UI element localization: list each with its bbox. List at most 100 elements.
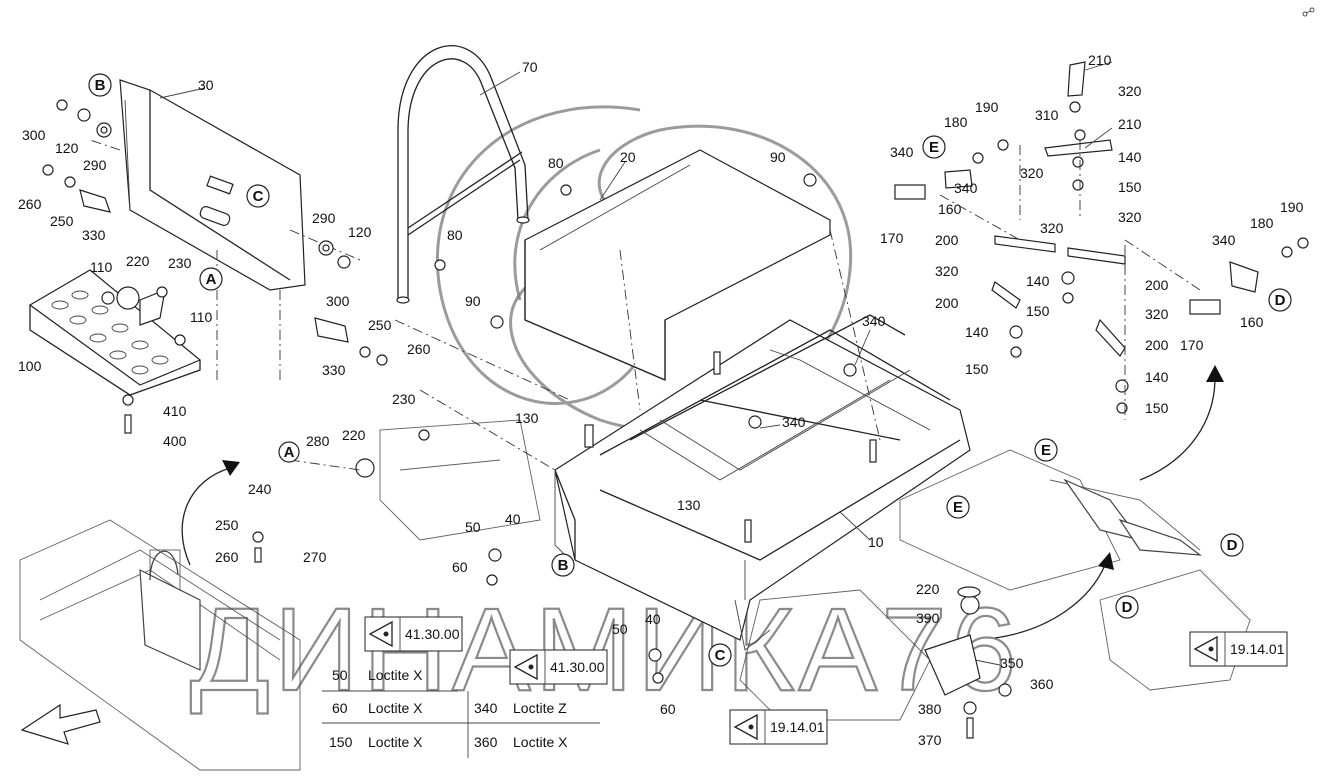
marker-c-top: C <box>246 184 270 208</box>
callout-370: 370 <box>918 732 942 748</box>
callout-290-top: 290 <box>83 157 107 173</box>
callout-240: 240 <box>248 481 272 497</box>
callout-130-top: 130 <box>515 410 539 426</box>
callout-200-c: 200 <box>1145 277 1169 293</box>
svg-text:D: D <box>1275 292 1286 309</box>
callout-300-top: 300 <box>22 127 46 143</box>
callout-320-top: 320 <box>1118 83 1142 99</box>
callout-330-right: 330 <box>322 362 346 378</box>
callout-100: 100 <box>18 358 42 374</box>
marker-b-mid: B <box>551 553 575 577</box>
callout-170-left: 170 <box>880 230 904 246</box>
view-ref-box-3: 19.14.01 <box>729 709 828 745</box>
callout-220-left: 220 <box>126 253 150 269</box>
callout-280: 280 <box>306 433 330 449</box>
marker-e-low1: E <box>1034 438 1058 462</box>
eye-icon <box>368 620 393 648</box>
callout-110-left: 110 <box>90 259 113 275</box>
view-reference-boxes: 41.30.00 41.30.00 19.14.01 19.14.01 <box>364 616 1288 745</box>
table-pos-4: 340 <box>474 700 498 716</box>
callout-40-top: 40 <box>505 511 521 527</box>
callout-150-left: 150 <box>965 361 989 377</box>
callout-50-top: 50 <box>465 519 481 535</box>
callout-340-right: 340 <box>1212 232 1236 248</box>
svg-text:D: D <box>1227 537 1238 554</box>
callout-180-left: 180 <box>944 114 968 130</box>
svg-text:E: E <box>929 139 939 156</box>
callout-110-right: 110 <box>190 309 213 325</box>
callout-250-right: 250 <box>368 317 392 333</box>
callout-320-right: 320 <box>1118 209 1142 225</box>
callout-260-top: 260 <box>18 196 42 212</box>
callout-170-right: 170 <box>1180 337 1204 353</box>
callout-50-low: 50 <box>612 621 628 637</box>
callout-230-left: 230 <box>168 255 192 271</box>
lower-pivot-thumbnail <box>739 569 1251 721</box>
callout-140-top: 140 <box>1118 149 1142 165</box>
table-compound-2: Loctite X <box>368 700 423 716</box>
callout-150-low: 150 <box>1145 400 1169 416</box>
machine-overview-thumbnail <box>19 519 301 771</box>
hinge-bracket-part <box>924 586 981 696</box>
table-compound-3: Loctite X <box>368 734 423 750</box>
callout-150-top: 150 <box>1118 179 1142 195</box>
callout-210-mid: 210 <box>1118 116 1142 132</box>
callout-150-mid: 150 <box>1026 303 1050 319</box>
marker-c-mid: C <box>708 643 732 667</box>
leader-lines <box>159 61 1113 666</box>
svg-text:41.30.00: 41.30.00 <box>405 626 460 642</box>
svg-text:41.30.00: 41.30.00 <box>550 659 605 675</box>
view-ref-box-1: 41.30.00 <box>364 616 463 652</box>
callout-120-right: 120 <box>348 224 372 240</box>
marker-a-top: A <box>199 267 223 291</box>
eye-icon <box>733 713 758 741</box>
callout-120-top: 120 <box>55 140 79 156</box>
callout-260-low: 260 <box>215 549 239 565</box>
callout-400: 400 <box>163 433 187 449</box>
table-compound-5: Loctite X <box>513 734 568 750</box>
svg-text:C: C <box>253 188 264 205</box>
callout-340-mid: 340 <box>782 414 806 430</box>
callout-70: 70 <box>522 59 538 75</box>
callout-300-right: 300 <box>326 293 350 309</box>
callout-140-left: 140 <box>965 324 989 340</box>
callout-250-low: 250 <box>215 517 239 533</box>
marker-e-top: E <box>922 135 946 159</box>
callout-320-extra: 320 <box>1040 220 1064 236</box>
callout-360: 360 <box>1030 676 1054 692</box>
svg-text:19.14.01: 19.14.01 <box>1230 641 1285 657</box>
callout-90-top: 90 <box>770 149 786 165</box>
callout-20: 20 <box>620 149 636 165</box>
svg-text:C: C <box>715 647 726 664</box>
hardware-group <box>42 99 1012 739</box>
main-frame-part <box>554 314 971 651</box>
callout-230-mid: 230 <box>392 391 416 407</box>
callout-160-left: 160 <box>938 201 962 217</box>
callout-60-top: 60 <box>452 559 468 575</box>
callout-200-b: 200 <box>935 295 959 311</box>
flow-arrows <box>20 365 1224 745</box>
svg-text:E: E <box>1041 442 1051 459</box>
callout-190-left: 190 <box>975 99 999 115</box>
eye-icon <box>1193 635 1218 663</box>
callout-140-low: 140 <box>1145 369 1169 385</box>
callout-90-mid: 90 <box>465 293 481 309</box>
callout-320-mid: 320 <box>935 263 959 279</box>
callout-350: 350 <box>1000 655 1024 671</box>
step-panel-part <box>89 79 361 291</box>
bracket-part <box>79 189 349 343</box>
callout-200-a: 200 <box>935 232 959 248</box>
table-pos-2: 60 <box>332 700 348 716</box>
callout-340-frame: 340 <box>862 313 886 329</box>
letter-markers: B C A A B C E D E E D D <box>88 73 1292 667</box>
cover-plate-part <box>524 149 831 381</box>
svg-text:D: D <box>1122 599 1133 616</box>
callout-140-mid: 140 <box>1026 273 1050 289</box>
callout-labels: 30 70 20 90 80 80 90 300 120 290 260 250… <box>18 52 1304 748</box>
svg-text:B: B <box>558 557 569 574</box>
view-ref-box-4: 19.14.01 <box>1189 631 1288 667</box>
callout-260-right: 260 <box>407 341 431 357</box>
linkage-parts <box>894 61 1309 420</box>
pivot-assembly-thumbnail <box>899 449 1203 591</box>
